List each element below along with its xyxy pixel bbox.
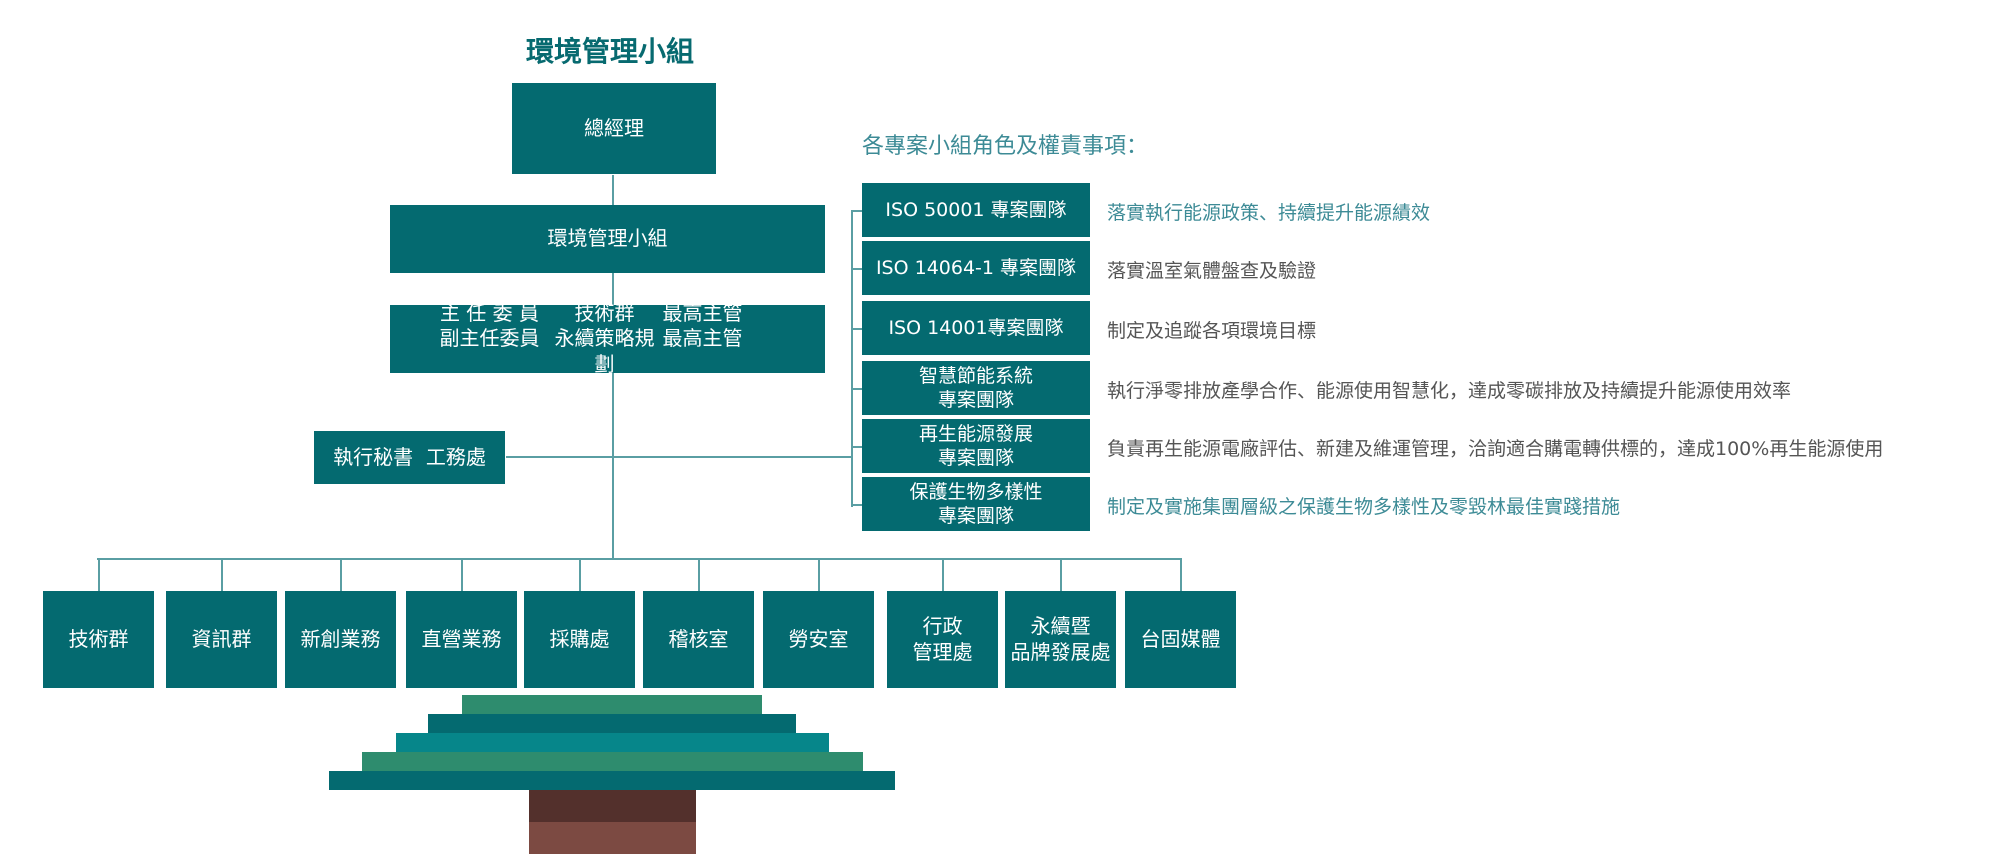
secretary-box: 執行秘書 工務處 (314, 431, 505, 484)
department-connector (698, 558, 700, 591)
department-label: 直營業務 (421, 626, 502, 651)
team-connector (851, 388, 862, 390)
team-name: 再生能源發展 (918, 422, 1033, 445)
role-title: 主 任 委 員 (439, 300, 540, 325)
team-name: 保護生物多樣性 (909, 480, 1043, 503)
department-connector (1060, 558, 1062, 591)
team-box: ISO 14001專案團隊 (862, 301, 1090, 355)
team-connector (851, 210, 862, 212)
role-head: 最高主管 (662, 300, 743, 325)
tree-layer (462, 695, 762, 714)
team-description: 落實執行能源政策、持續提升能源績效 (1107, 202, 1431, 224)
tree-layer (428, 714, 796, 733)
teams-heading: 各專案小組角色及權責事項： (862, 134, 1149, 159)
department-box: 行政管理處 (887, 591, 998, 688)
team-name: ISO 14001專案團隊 (888, 316, 1064, 339)
committee-label: 環境管理小組 (547, 226, 668, 251)
secretary-label: 執行秘書 工務處 (333, 444, 486, 469)
chart-title: 環境管理小組 (525, 35, 694, 68)
team-box: 智慧節能系統專案團隊 (862, 361, 1090, 415)
role-head: 最高主管 (662, 326, 743, 351)
team-name: ISO 14064-1 專案團隊 (875, 256, 1077, 279)
department-label: 新創業務 (300, 626, 381, 651)
team-connector (851, 504, 862, 506)
department-connector (1180, 558, 1182, 591)
department-box: 資訊群 (166, 591, 277, 688)
department-label: 技術群 (68, 626, 129, 651)
general-manager-label: 總經理 (584, 115, 644, 140)
team-name: ISO 50001 專案團隊 (885, 198, 1067, 221)
department-connector (98, 558, 100, 591)
team-name: 專案團隊 (937, 447, 1014, 469)
team-box: ISO 50001 專案團隊 (862, 183, 1090, 237)
department-box: 稽核室 (643, 591, 754, 688)
role-row-chair: 主 任 委 員 技術群 最高主管 (433, 301, 783, 327)
department-label: 勞安室 (788, 626, 849, 651)
connector-to-teams (613, 456, 851, 458)
department-connector (221, 558, 223, 591)
department-box: 台固媒體 (1125, 591, 1236, 688)
team-name: 智慧節能系統 (918, 364, 1033, 387)
team-name: 專案團隊 (937, 505, 1014, 527)
tree-trunk (529, 822, 696, 854)
department-connector (461, 558, 463, 591)
team-name: 專案團隊 (937, 389, 1014, 411)
role-row-vice-chair: 副主任委員 永續策略規劃 最高主管 (433, 326, 783, 377)
department-connector (579, 558, 581, 591)
department-label: 行政 (922, 613, 963, 638)
team-connector (851, 268, 862, 270)
department-box: 技術群 (43, 591, 154, 688)
connector-secretary (506, 456, 613, 458)
team-description: 落實溫室氣體盤查及驗證 (1107, 260, 1317, 282)
team-description: 制定及實施集團層級之保護生物多樣性及零毀林最佳實踐措施 (1107, 496, 1621, 518)
department-connector (818, 558, 820, 591)
team-description: 執行淨零排放產學合作、能源使用智慧化，達成零碳排放及持續提升能源使用效率 (1107, 380, 1792, 402)
department-box: 採購處 (524, 591, 635, 688)
general-manager-box: 總經理 (512, 83, 716, 174)
tree-layer (362, 752, 863, 771)
tree-trunk (529, 790, 696, 822)
department-label: 永續暨 (1030, 613, 1091, 638)
team-box: 保護生物多樣性專案團隊 (862, 477, 1090, 531)
team-description: 制定及追蹤各項環境目標 (1107, 320, 1317, 342)
department-label: 稽核室 (668, 626, 729, 651)
department-label: 台固媒體 (1140, 626, 1221, 651)
department-box: 新創業務 (285, 591, 396, 688)
team-box: 再生能源發展專案團隊 (862, 419, 1090, 473)
department-box: 勞安室 (763, 591, 874, 688)
department-box: 直營業務 (406, 591, 517, 688)
roles-box: 主 任 委 員 技術群 最高主管 副主任委員 永續策略規劃 最高主管 (390, 301, 825, 376)
department-connector (942, 558, 944, 591)
tree-layer (396, 733, 829, 752)
team-box: ISO 14064-1 專案團隊 (862, 241, 1090, 295)
department-label: 資訊群 (191, 626, 252, 651)
connector-departments-horizontal (97, 558, 1181, 560)
department-connector (340, 558, 342, 591)
role-title: 副主任委員 (439, 326, 540, 351)
department-label: 採購處 (549, 626, 610, 651)
team-description: 負責再生能源電廠評估、新建及維運管理，洽詢適合購電轉供標的，達成100%再生能源… (1107, 438, 1884, 460)
department-box: 永續暨品牌發展處 (1005, 591, 1116, 688)
team-connector (851, 328, 862, 330)
role-unit: 技術群 (574, 300, 635, 325)
connector-teams-vertical (851, 210, 853, 507)
department-label: 管理處 (912, 639, 973, 664)
committee-box: 環境管理小組 (390, 205, 825, 273)
role-unit: 永續策略規劃 (554, 326, 655, 376)
department-label: 品牌發展處 (1010, 639, 1111, 664)
tree-layer (329, 771, 895, 790)
team-connector (851, 446, 862, 448)
